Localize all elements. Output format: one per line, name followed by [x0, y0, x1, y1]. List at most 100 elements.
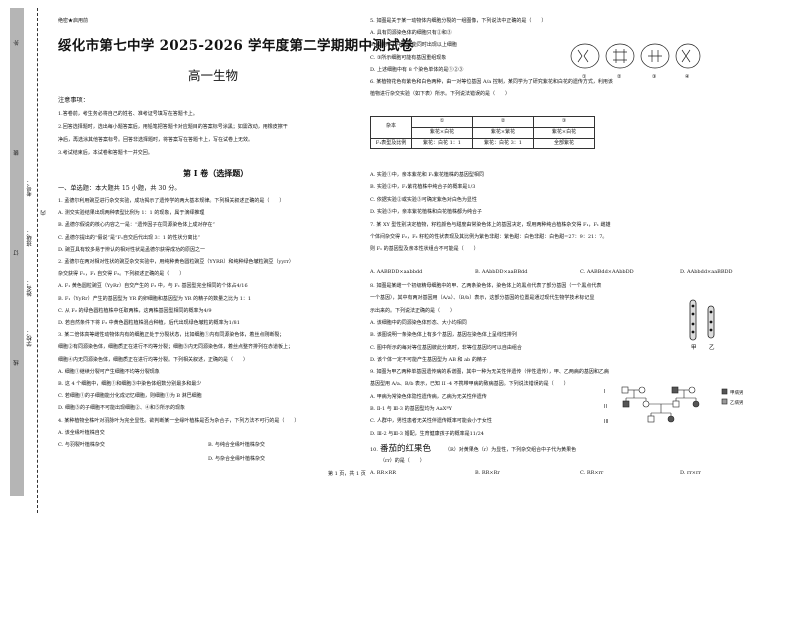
question-line: D. 该个体一定不可能产生基因型为 AB 和 ab 的精子: [370, 356, 487, 363]
inside-marker: 内: [41, 210, 47, 216]
question-line: 5. 如图是关于某一动物体内细胞分裂的一组图像，下列说法中正确的是（ ）: [370, 18, 547, 24]
q10-option-d: D. rr×rr: [680, 470, 701, 476]
table-cell: 紫花：白花 3：1: [472, 137, 534, 150]
question-line: C. 图中所示的每对等位基因彼此分离时，非等位基因均可以自由组合: [370, 344, 522, 351]
question-line: B. F₁（YyRr）产生的基因型为 YR 的卵细胞和基因型为 YR 的精子的数…: [58, 295, 252, 302]
note-item: 1.答卷前，考生务必将自己的姓名、准考证号填写在答题卡上。: [58, 111, 198, 117]
pedigree-gen-3: III: [604, 419, 608, 425]
question-line: 9. 如图为甲乙两种单基因遗传病的系谱图，其中一种为无关性伴遗传（伴性遗传），甲…: [370, 369, 609, 376]
q7-option-a: A. AABBDD×aabbdd: [370, 269, 423, 275]
binding-gray-bar: [10, 8, 24, 496]
fig8-label-b: 乙: [709, 344, 715, 351]
svg-text:①: ①: [582, 74, 587, 80]
page-footer: 第 1 页，共 1 页: [328, 471, 366, 477]
question-line: C. 若细胞①的子细胞能分化成记忆细胞，则细胞①为 B 淋巴细胞: [58, 393, 202, 400]
q7-option-b: B. AAbbDD×aaBBdd: [475, 269, 528, 275]
question-line: B. 这 4 个细胞中，细胞①和细胞③中染色体组数分别最多和最少: [58, 381, 202, 387]
table-cell: F₁表型及比例: [370, 137, 412, 150]
outside-marker: 外: [14, 40, 20, 46]
q10-big-text: 番茄的红果色: [380, 444, 432, 454]
question-line: 1. 孟德尔利用豌豆进行杂交实验，成功揭示了遗传学的两大基本规律。下列相关叙述正…: [58, 198, 285, 204]
question-line: B. Ⅱ-1 与 Ⅲ-3 的基因型均为 AaXᴮY: [370, 406, 452, 412]
question-line: A. 甲病为常染色体隐性遗传病，乙病为无关性伴遗传: [370, 393, 487, 400]
question-line: B. 孟德尔假说的核心内容之一是：“遗传因子在同源染色体上成对存在”: [58, 222, 215, 229]
question-line: A. 实验①中，亲本紫花和 F₁紫花植株的基因型相同: [370, 172, 484, 178]
q7-option-d: D. AAbbdd×aaBBDD: [680, 269, 733, 275]
question-line: 一个基因），其中有两对基因用（A/a）、（B/b）表示，这部分基因的位置是通过现…: [370, 295, 595, 302]
note-item: 3.考试结束后，本试卷和答题卡一并交回。: [58, 150, 153, 156]
question-line: 8. 如图是某雌一个初级精母细胞中的甲、乙两条染色体，染色体上的黑点代表了部分基…: [370, 283, 602, 289]
question-line: 7. 某 XY 型性别决定植物，籽粒颜色与甜度由常染色体上的基因决定，现用两种纯…: [370, 221, 611, 228]
question-line: 基因型用 A/a、B/b 表示，已知 II -4 不携带甲病的致病基因。下列说法…: [370, 381, 569, 388]
table-header-cell: ②: [472, 116, 534, 128]
pedigree-gen-1: I: [604, 389, 605, 395]
question-line: B. 动物睾丸中不可能同时出现以上细胞: [370, 42, 457, 49]
question-line: 6. 某植物花色有紫色和白色两种，由一对等位基因 A/a 控制，某同学为了研究紫…: [370, 79, 613, 85]
q10-option-b: B. RR×Rr: [475, 470, 500, 476]
question-line: 3. 某二倍体高等雌性动物体内有的细胞正处于分裂状态，比如细胞①内有同源染色体，…: [58, 332, 285, 339]
notes-title: 注意事项：: [58, 97, 89, 104]
bind-marker: 装: [14, 150, 20, 156]
svg-text:②: ②: [617, 74, 622, 80]
question-line: A. 细胞①继续分裂可产生细胞不均等分裂现象: [58, 368, 160, 375]
table-header-cell: ③: [533, 116, 595, 128]
question-line: A. 测交实验结果出现两种表型比例为 1：1 的现象，属于演绎推理: [58, 210, 205, 217]
q10-option-a: A. RR×RR: [370, 470, 397, 476]
question-line: C. 孟德尔提出的“假说”是“F₁自交后代出现 3：1 的性状分离比”: [58, 234, 201, 241]
pedigree-legend-1: 甲病男: [730, 389, 744, 396]
table-cell: 紫花×白花: [411, 126, 473, 139]
table-cell: 全部紫花: [533, 137, 595, 150]
exam-title: 绥化市第七中学 2025-2026 学年度第二学期期中测试卷: [58, 38, 414, 54]
question-line: 细胞②有同源染色体，细胞质正在进行不均等分裂；细胞③内无同源染色体，着丝点整齐排…: [58, 344, 294, 351]
exam-page: 绝密★启用前 绥化市第七中学 2025-2026 学年度第二学期期中测试卷 高一…: [58, 0, 788, 618]
question-line: A. 该细胞中的同源染色体形态、大小均相同: [370, 319, 467, 326]
question-line: 杂交获得 F₁，F₁ 自交得 F₂。下列叙述正确的是（ ）: [58, 271, 185, 278]
question-line: D. 若自然条件下将 F₂ 中黄色圆粒植株混合种植，后代出现绿色皱粒的概率为1/…: [58, 320, 240, 326]
question-line: A. F₁ 黄色圆粒豌豆（YyRr）自交产生的 F₂ 中，与 F₁ 基因型完全相…: [58, 283, 248, 290]
question-line: C. 人群中，男性患者无关性伴遗传概率可能会小于女性: [370, 418, 492, 425]
question-line: D. 细胞③的子细胞不可能出现细胞②、④和⑤所示的现象: [58, 405, 186, 412]
school-label: 学校：: [27, 330, 33, 347]
svg-text:③: ③: [652, 74, 656, 80]
question-line: C. ③所示细胞可能有基因重组现象: [370, 54, 447, 61]
line-marker: 线: [14, 360, 20, 366]
q7-option-c: C. AABBdd×AAbbDD: [580, 269, 634, 275]
binding-strip: 外 装 订 线 内 学校： 姓名： 班级： 考号：: [0, 0, 50, 618]
pedigree-gen-2: II: [604, 404, 607, 410]
question-line: B. 该图说明一条染色体上有多个基因，基因在染色体上呈线性排列: [370, 332, 517, 339]
question-line: 4. 某种植物全株叶对羽脉叶为完全显性。欲判断某一全缘叶植株是否为杂合子，下列方…: [58, 417, 300, 424]
question-line: C. 与羽裂叶植株杂交: [58, 442, 105, 448]
q10-text-1: （R）对黄果色（r）为显性，下列杂交组合中子代为黄果色: [445, 447, 577, 453]
question-line: 细胞④内无同源染色体，细胞质正在进行均等分裂。下列相关叙述，正确的是（ ）: [58, 356, 249, 363]
question-line: C. 从 F₂ 的绿色圆粒植株中任取两株，这两株基因型相同的概率为4/9: [58, 307, 212, 314]
name-label: 姓名：: [27, 280, 33, 297]
svg-text:④: ④: [685, 74, 690, 80]
table-cell: 紫花：白花 1：1: [411, 137, 473, 150]
question-line: D. 豌豆具有较多易于辨认的相对性状是孟德尔获得成功的原因之一: [58, 246, 206, 253]
q4-option-d: D. 与杂合全缘叶植株杂交: [208, 456, 266, 462]
part-title: 一、单选题：本大题共 15 小题，共 30 分。: [58, 185, 181, 192]
order-marker: 订: [14, 250, 20, 256]
chromosome-figure: 甲 乙: [689, 299, 715, 351]
pedigree-figure: I II III: [604, 386, 744, 425]
q10-text-2: （rr）的是（ ）: [380, 458, 425, 464]
fig8-label-a: 甲: [691, 344, 697, 351]
exam-subject: 高一生物: [188, 68, 239, 83]
question-line: D. 上述细胞中有 8 个染色单体的是①②③: [370, 66, 464, 73]
binding-dashed-line: [37, 8, 38, 513]
section-title: 第 I 卷（选择题）: [183, 168, 249, 178]
question-line: 2. 孟德尔在两对相对性状的豌豆杂交实验中，用纯种黄色圆粒豌豆（YYRR）和纯种…: [58, 259, 294, 265]
table-cell: 紫花×紫花: [472, 126, 534, 139]
question-line: 则 F₁ 的基因型及亲本性状组合不可能是（ ）: [370, 246, 479, 253]
question-line: D. Ⅲ-2 与Ⅲ-3 婚配，生育健康孩子的概率是11/24: [370, 430, 484, 437]
question-line: 示出来的。下列说法正确的是（ ）: [370, 307, 456, 314]
id-label: 考号：: [27, 180, 33, 197]
q4-option-b: B. 与纯合全缘叶植株杂交: [208, 442, 265, 448]
table-header-cell: 杂本: [370, 116, 412, 139]
pedigree-legend-2: 乙病男: [730, 399, 744, 406]
note-item: 净后，再选涂其他答案标号。回答非选择题时，将答案写在答题卡上，写在试卷上无效。: [58, 137, 254, 143]
question-line: A. 该全缘叶植株自交: [58, 429, 105, 436]
question-line: D. 实验③中，亲本紫花植株和白花植株都为纯合子: [370, 209, 483, 216]
table-header-cell: ①: [411, 116, 473, 128]
q10-prefix: 10.: [370, 447, 378, 453]
